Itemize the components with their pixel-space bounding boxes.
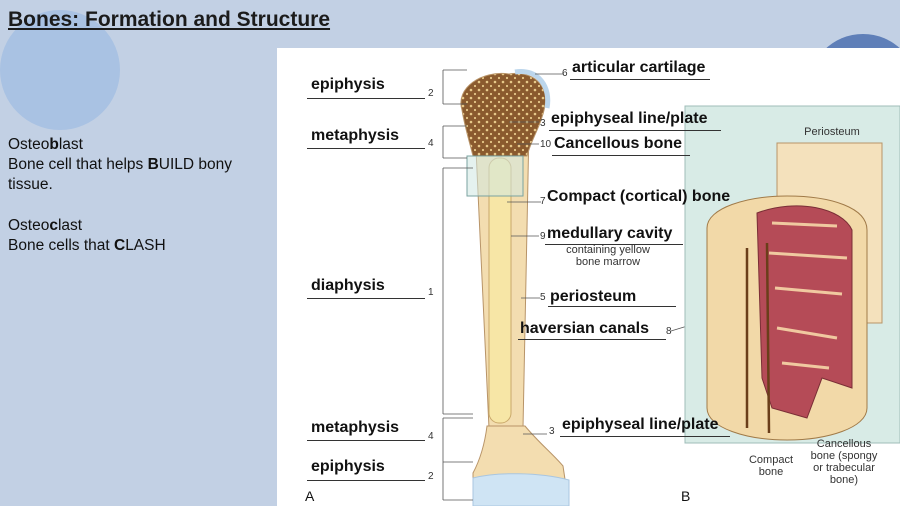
- underline: [518, 339, 666, 340]
- osteoclast-definition: Bone cells that CLASH: [8, 237, 166, 254]
- definitions-text: Osteoblast Bone cell that helps BUILD bo…: [8, 135, 273, 256]
- label-diaphysis: diaphysis: [311, 277, 385, 294]
- decorative-circle-left: [0, 10, 120, 130]
- magnified-region-box: [466, 155, 524, 197]
- label-number: 4: [428, 138, 434, 149]
- label-number: 5: [540, 292, 546, 303]
- label-number: 6: [562, 68, 568, 79]
- label-number: 10: [540, 139, 552, 150]
- label-number: 7: [540, 196, 546, 207]
- underline: [307, 98, 425, 99]
- left-brackets: [442, 69, 473, 501]
- label-number: 1: [428, 287, 434, 298]
- underline: [307, 148, 425, 149]
- underline: [549, 130, 721, 131]
- label-number: 3: [540, 118, 546, 129]
- label-medullary-cavity: medullary cavity: [547, 225, 673, 242]
- label-epiphyseal-line-bottom: epiphyseal line/plate: [562, 416, 719, 433]
- osteoblast-definition: Bone cell that helps BUILD bony tissue.: [8, 156, 233, 193]
- underline: [307, 480, 425, 481]
- underline: [548, 306, 676, 307]
- panel-label-a: A: [305, 488, 315, 504]
- label-number: 8: [666, 326, 672, 337]
- inset-periosteum-label: Periosteum: [804, 126, 860, 138]
- underline: [545, 244, 683, 245]
- label-number: 2: [428, 88, 434, 99]
- label-number: 2: [428, 471, 434, 482]
- label-haversian-canals: haversian canals: [520, 320, 649, 337]
- label-epiphysis-top: epiphysis: [311, 76, 385, 93]
- articular-cartilage-distal: [472, 473, 570, 506]
- osteoblast-term: Osteoblast: [8, 136, 83, 153]
- label-epiphysis-bottom: epiphysis: [311, 458, 385, 475]
- underline: [307, 298, 425, 299]
- bone-cross-section: [684, 105, 900, 444]
- underline: [570, 79, 710, 80]
- label-articular-cartilage: articular cartilage: [572, 59, 706, 76]
- label-number: 9: [540, 231, 546, 242]
- slide-title: Bones: Formation and Structure: [8, 8, 331, 31]
- inset-compact-bone-label: Compact bone: [748, 454, 794, 478]
- underline: [307, 440, 425, 441]
- label-periosteum: periosteum: [550, 288, 637, 305]
- bone-illustration: [442, 69, 900, 506]
- underline: [552, 155, 690, 156]
- marrow-note: containing yellow bone marrow: [566, 244, 650, 268]
- articular-cartilage-proximal: [514, 69, 551, 109]
- label-compact-bone: Compact (cortical) bone: [547, 188, 731, 205]
- bone-diagram: epiphysis 2 metaphysis 4 diaphysis 1 met…: [277, 48, 900, 506]
- label-metaphysis-bottom: metaphysis: [311, 419, 400, 436]
- inset-cancellous-bone-label: Cancellous bone (spongy or trabecular bo…: [810, 438, 878, 486]
- osteoclast-term: Osteoclast: [8, 217, 83, 234]
- label-epiphyseal-line-top: epiphyseal line/plate: [551, 110, 708, 127]
- label-cancellous-bone: Cancellous bone: [554, 135, 683, 152]
- panel-label-b: B: [681, 488, 691, 504]
- label-number: 3: [549, 426, 555, 437]
- label-number: 4: [428, 431, 434, 442]
- underline: [560, 436, 730, 437]
- medullary-cavity: [488, 157, 512, 424]
- label-metaphysis-top: metaphysis: [311, 127, 400, 144]
